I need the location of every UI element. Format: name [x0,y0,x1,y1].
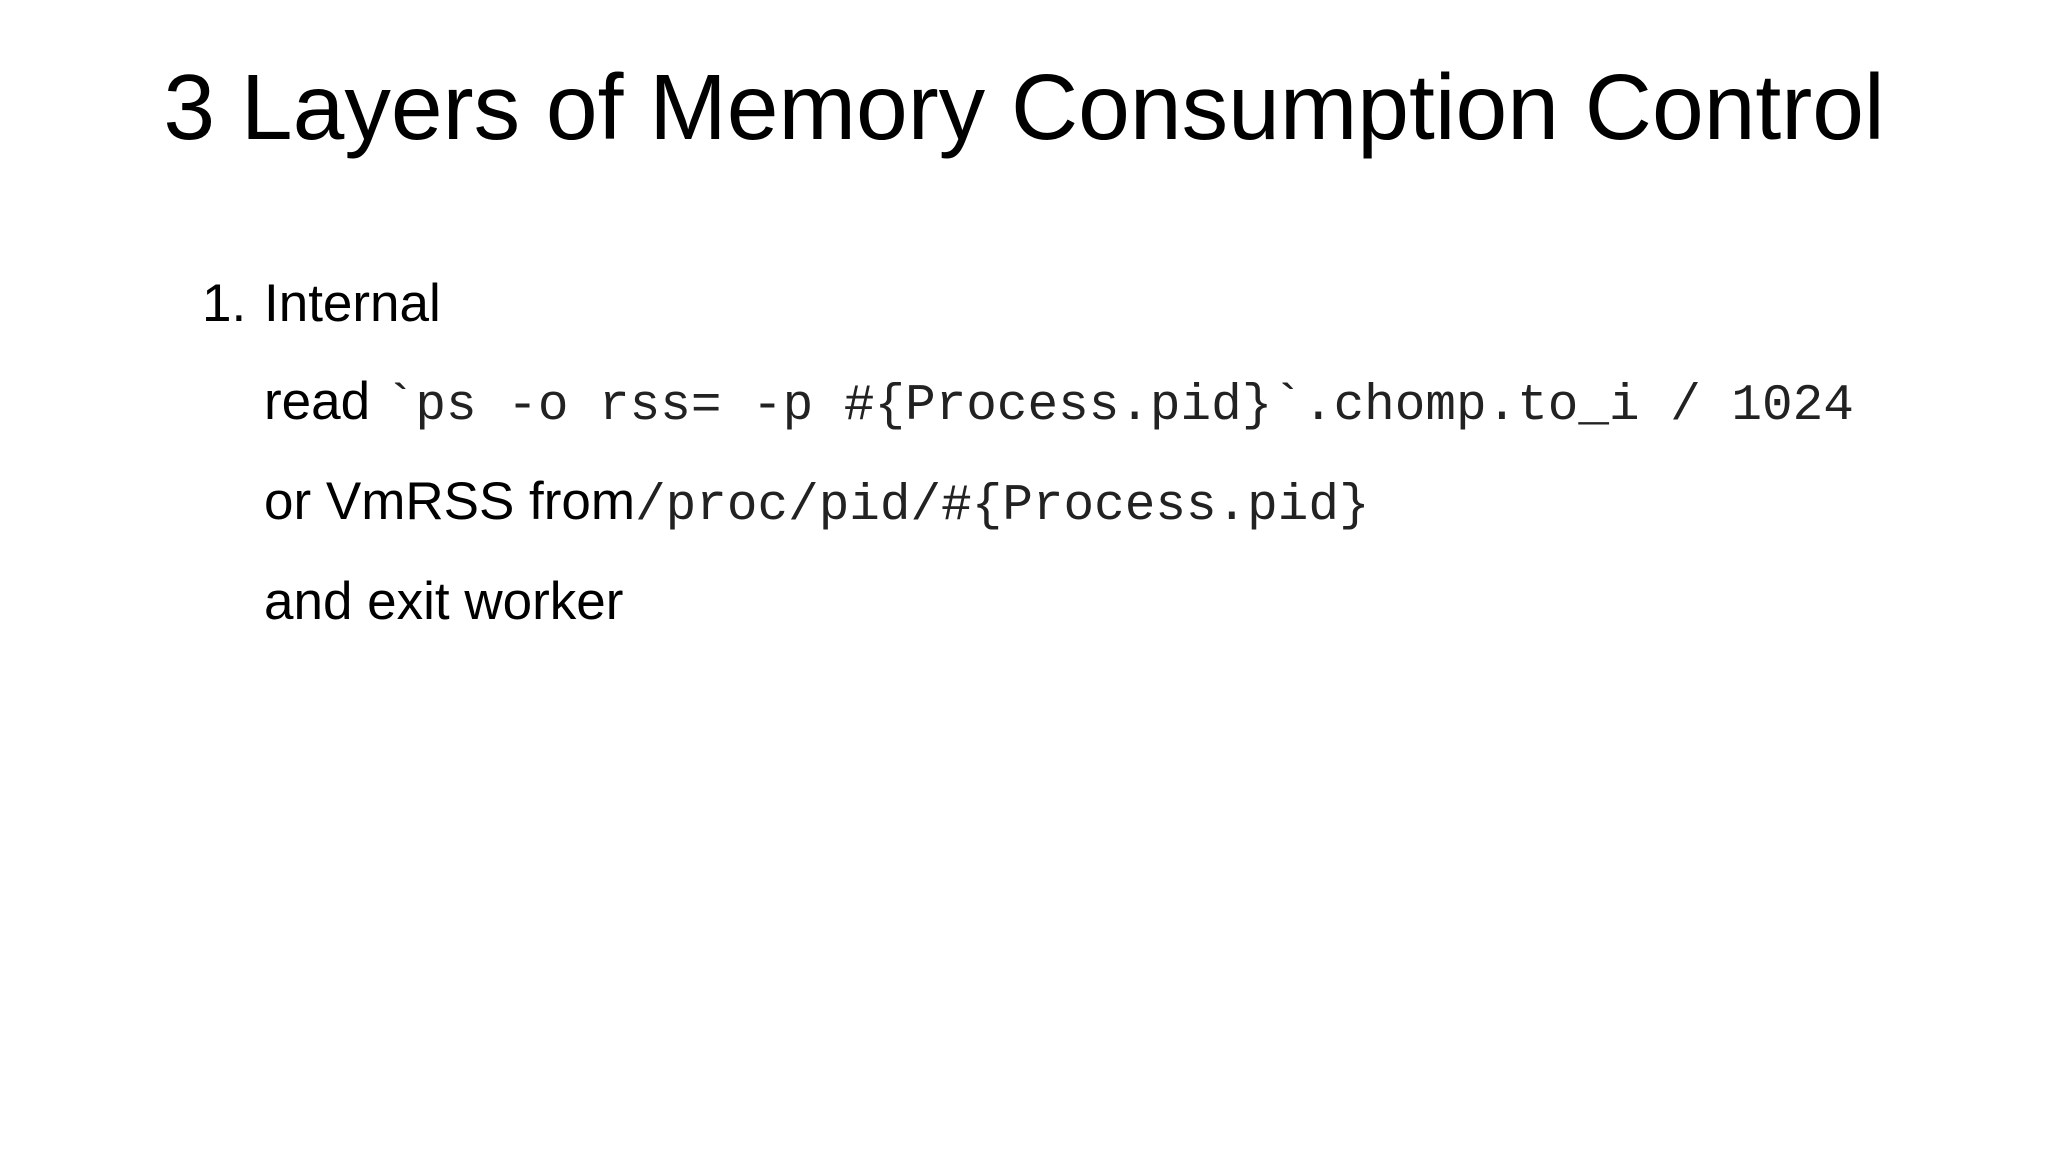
detail-text: or VmRSS from [264,472,636,531]
list-item-label: Internal [264,274,441,333]
slide-title: 3 Layers of Memory Consumption Control [163,55,1885,159]
detail-line-vmrss: or VmRSS from/proc/pid/#{Process.pid} [264,470,1370,539]
code-snippet: `ps -o rss= -p #{Process.pid}`.chomp.to_… [384,378,1854,435]
code-snippet: /proc/pid/#{Process.pid} [635,478,1370,535]
list-item-number: 1. [202,274,247,333]
detail-text: and exit worker [264,572,624,631]
detail-line-read: read `ps -o rss= -p #{Process.pid}`.chom… [264,370,1854,439]
detail-text: read [264,372,385,431]
detail-line-exit: and exit worker [264,570,623,634]
